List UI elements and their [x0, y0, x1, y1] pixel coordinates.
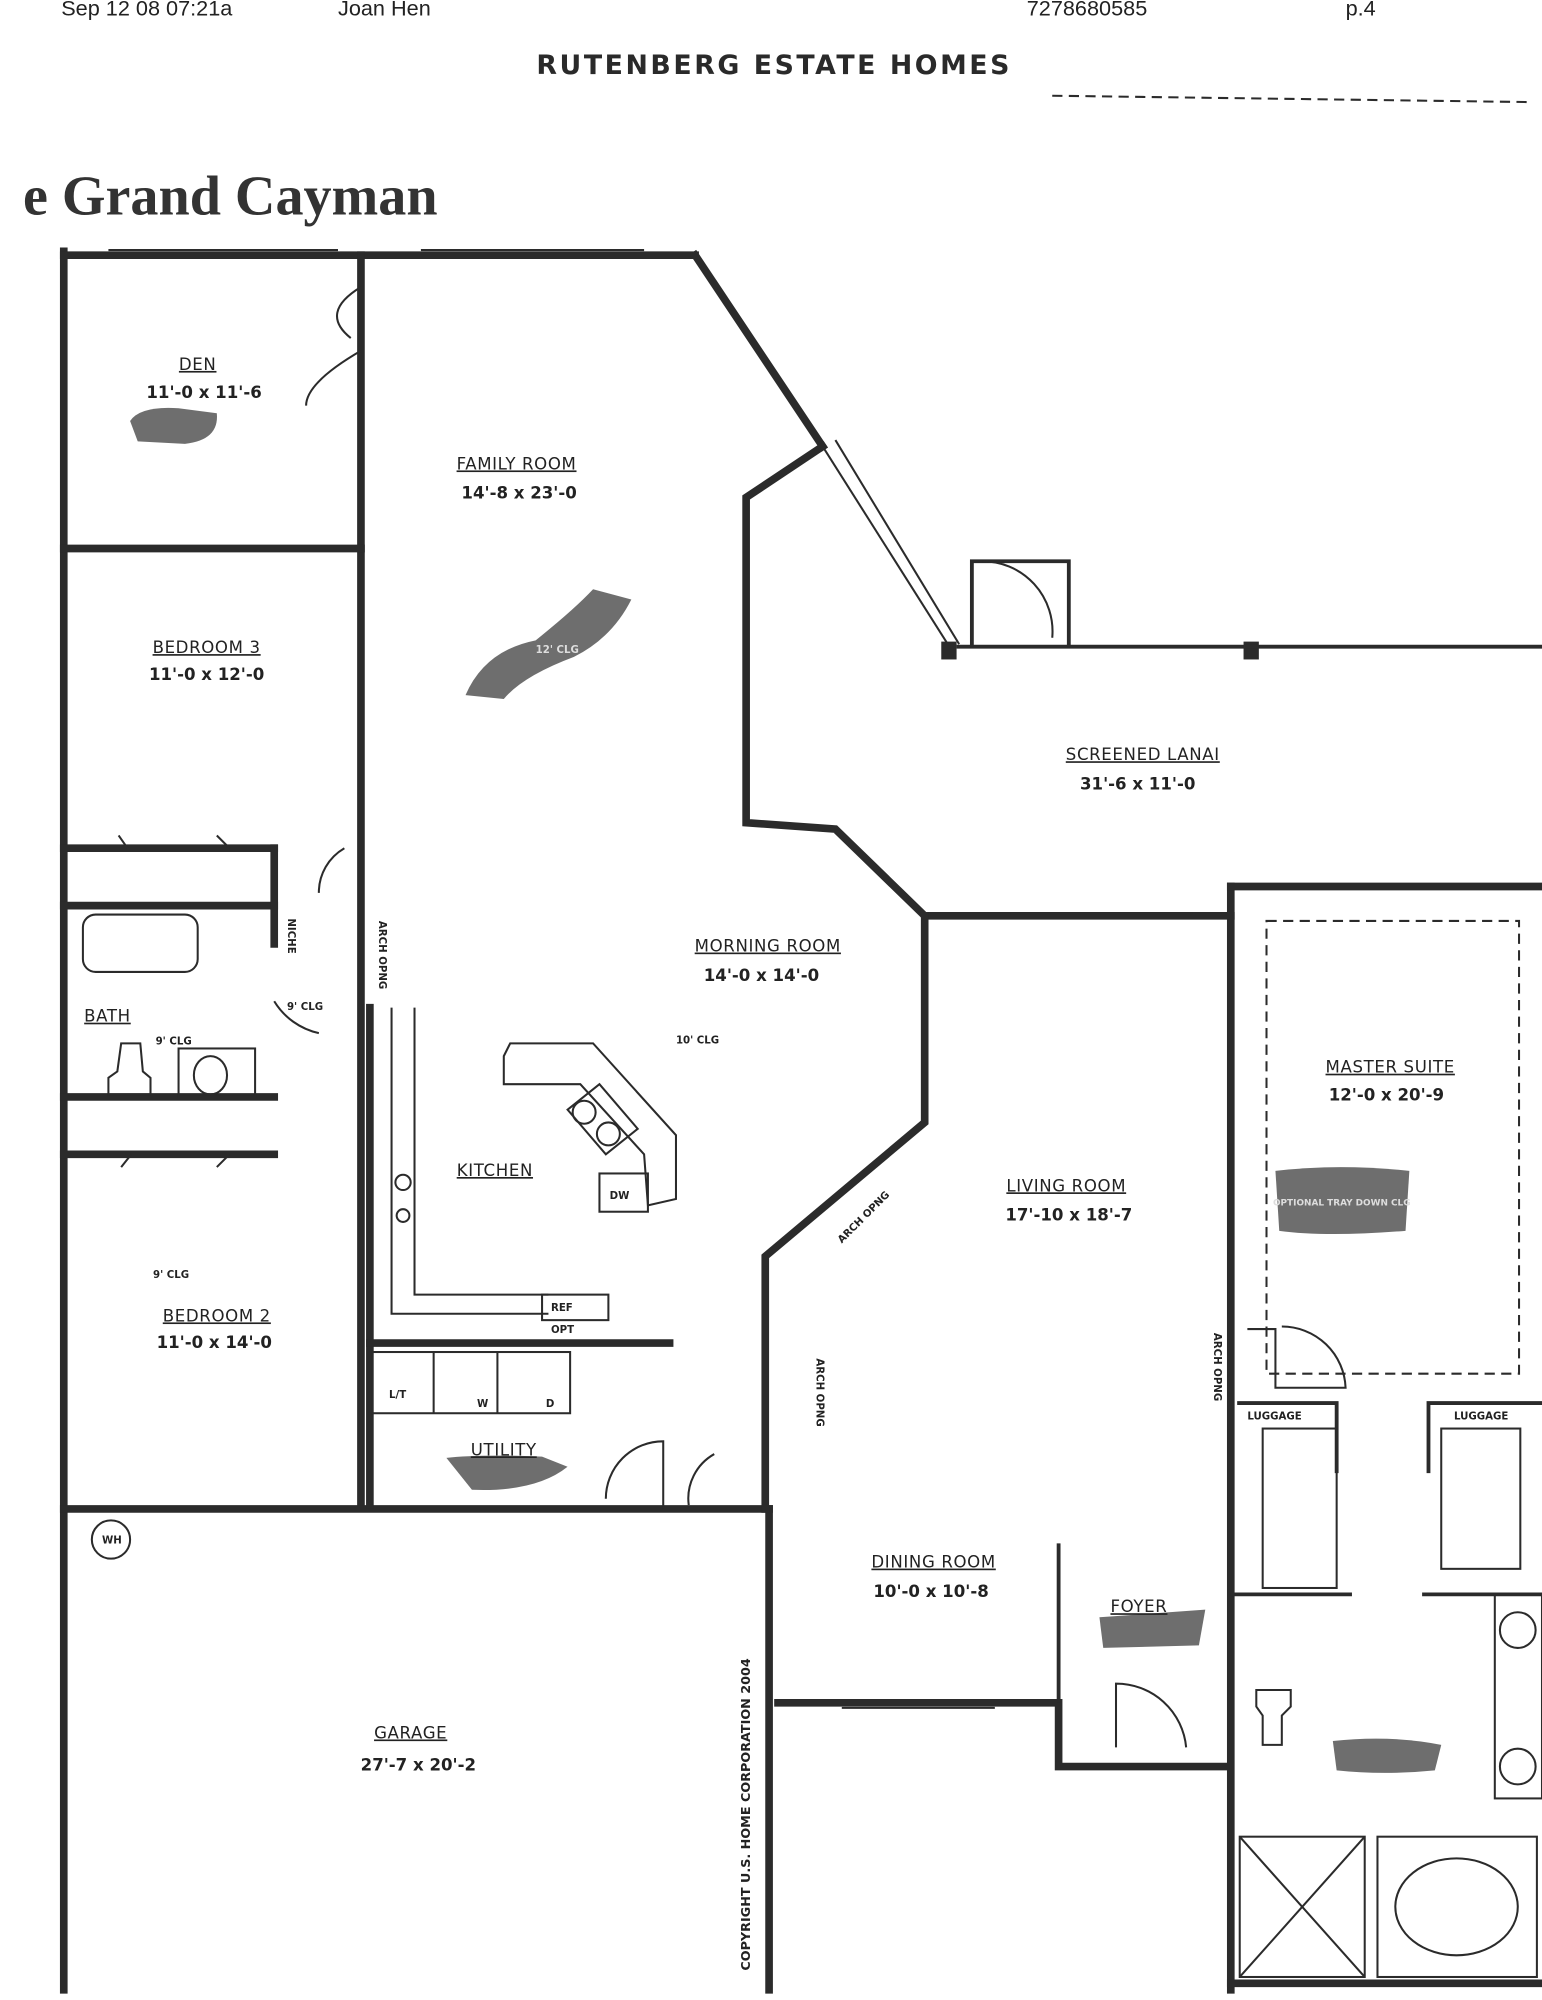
- dishwasher-label: DW: [610, 1191, 630, 1202]
- bedroom3-size: 11'-0 x 12'-0: [149, 665, 264, 684]
- living-room-label: LIVING ROOM: [1006, 1176, 1126, 1195]
- brand-title: RUTENBERG ESTATE HOMES: [536, 50, 1012, 81]
- utility-label: UTILITY: [471, 1440, 537, 1459]
- dining-room-label: DINING ROOM: [871, 1553, 995, 1572]
- model-name: e Grand Cayman: [23, 165, 438, 227]
- smudged-notes: [130, 407, 1442, 1773]
- walls: [59, 247, 1542, 1994]
- arch-opening-label-master: ARCH OPNG: [1211, 1333, 1222, 1401]
- den-size: 11'-0 x 11'-6: [146, 383, 261, 402]
- bath-ceiling: 9' CLG: [156, 1037, 192, 1048]
- dining-room-size: 10'-0 x 10'-8: [873, 1582, 988, 1601]
- kitchen-label: KITCHEN: [457, 1161, 533, 1180]
- washer-label: W: [477, 1399, 488, 1410]
- arch-opening-label-dining: ARCH OPNG: [813, 1358, 824, 1426]
- master-suite-size: 12'-0 x 20'-9: [1329, 1086, 1444, 1105]
- family-room-label: FAMILY ROOM: [457, 454, 577, 473]
- water-heater-label: WH: [102, 1535, 122, 1546]
- fax-datetime: Sep 12 08 07:21a: [61, 0, 233, 20]
- fax-phone: 7278680585: [1027, 0, 1148, 20]
- morning-room-ceiling: 10' CLG: [676, 1035, 719, 1046]
- master-suite-ceiling: OPTIONAL TRAY DOWN CLG: [1273, 1198, 1411, 1208]
- room-labels: DEN 11'-0 x 11'-6 FAMILY ROOM 14'-8 x 23…: [84, 355, 1455, 1774]
- laundry-tub-label: L/T: [389, 1390, 406, 1401]
- niche-label: NICHE: [285, 918, 296, 953]
- copyright-notice: COPYRIGHT U.S. HOME CORPORATION 2004: [739, 1658, 754, 1971]
- luggage-label-right: LUGGAGE: [1454, 1412, 1508, 1423]
- ref-label: REF: [551, 1303, 573, 1314]
- garage-size: 27'-7 x 20'-2: [361, 1755, 476, 1774]
- luggage-label-left: LUGGAGE: [1247, 1412, 1301, 1423]
- family-room-ceiling: 12' CLG: [536, 645, 579, 656]
- bath-label: BATH: [84, 1007, 131, 1026]
- fax-sender: Joan Hen: [338, 0, 431, 20]
- foyer-label: FOYER: [1110, 1597, 1167, 1616]
- opt-label: OPT: [551, 1325, 574, 1336]
- bedroom2-size: 11'-0 x 14'-0: [157, 1333, 272, 1352]
- living-room-size: 17'-10 x 18'-7: [1005, 1206, 1132, 1225]
- screened-lanai-label: SCREENED LANAI: [1066, 745, 1220, 764]
- morning-room-size: 14'-0 x 14'-0: [704, 966, 819, 985]
- arch-opening-label-hall: ARCH OPNG: [376, 921, 387, 989]
- fax-page: p.4: [1346, 0, 1376, 20]
- morning-room-label: MORNING ROOM: [695, 937, 841, 956]
- dryer-label: D: [546, 1399, 554, 1410]
- bedroom3-label: BEDROOM 3: [153, 638, 261, 657]
- master-suite-label: MASTER SUITE: [1326, 1058, 1455, 1077]
- bedroom2-ceiling: 9' CLG: [153, 1270, 189, 1281]
- header-rule: [1052, 94, 1531, 104]
- hall-ceiling: 9' CLG: [287, 1002, 323, 1013]
- garage-label: GARAGE: [374, 1723, 447, 1742]
- arch-opening-label-morning: ARCH OPNG: [836, 1190, 892, 1246]
- bedroom2-label: BEDROOM 2: [163, 1306, 271, 1325]
- family-room-size: 14'-8 x 23'-0: [461, 484, 576, 503]
- den-label: DEN: [179, 355, 217, 374]
- screened-lanai-size: 31'-6 x 11'-0: [1080, 775, 1195, 794]
